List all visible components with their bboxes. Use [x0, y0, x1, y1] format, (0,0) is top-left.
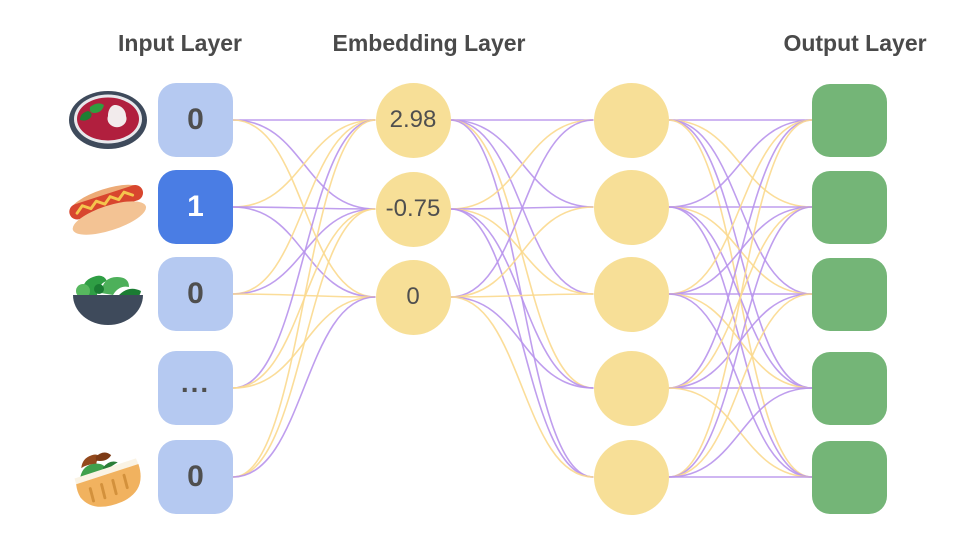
embedding-node-value: 2.98 [389, 106, 437, 133]
connection-edge [232, 208, 376, 478]
soup-bowl-icon [66, 87, 150, 153]
input-node: 0 [158, 440, 233, 514]
connection-edge [232, 119, 376, 389]
pita-icon [66, 444, 150, 510]
hidden-node [593, 82, 669, 158]
input-layer-title: Input Layer [118, 30, 242, 56]
output-layer-title: Output Layer [783, 30, 927, 56]
connection-edge [668, 119, 813, 295]
connection-edge [668, 293, 813, 478]
hidden-node [593, 256, 669, 332]
output-node [812, 440, 887, 514]
embedding-node-value: 0 [406, 283, 420, 310]
connection-edge [450, 119, 594, 389]
hot-dog-icon [66, 174, 150, 240]
embedding-node: -0.75 [375, 171, 451, 247]
input-node-value: 0 [187, 460, 204, 493]
input-node-value: 1 [187, 190, 204, 223]
connection-edge [668, 387, 813, 478]
embedding-layer-title: Embedding Layer [332, 30, 526, 56]
embedding-node-value: -0.75 [385, 195, 441, 222]
input-node: 0 [158, 257, 233, 331]
output-node [812, 170, 887, 244]
connection-edge [450, 206, 594, 298]
input-node-value: 0 [187, 103, 204, 136]
hidden-node [593, 439, 669, 515]
connection-edge [668, 119, 813, 208]
connection-edge [450, 296, 594, 389]
input-node-value: 0 [187, 277, 204, 310]
output-node [812, 351, 887, 425]
connection-edge [450, 208, 594, 389]
embedding-node: 2.98 [375, 82, 451, 158]
input-node-value: ... [180, 367, 211, 398]
connection-edge [450, 296, 594, 478]
hidden-node [593, 350, 669, 426]
input-node: ... [158, 351, 233, 425]
salad-icon [66, 261, 150, 327]
output-node [812, 83, 887, 157]
connection-edge [450, 293, 594, 298]
connection-edge [668, 119, 813, 389]
connection-edge [232, 119, 376, 478]
input-node: 1 [158, 170, 233, 244]
connection-edge [232, 296, 376, 478]
connection-edge [232, 119, 376, 295]
output-node [812, 257, 887, 331]
hidden-node [593, 169, 669, 245]
connection-edge [668, 206, 813, 295]
connection-edge [668, 119, 813, 478]
connection-edge [450, 119, 594, 210]
connection-edge [450, 119, 594, 298]
connection-edge [668, 206, 813, 478]
embedding-node: 0 [375, 259, 451, 335]
input-node: 0 [158, 83, 233, 157]
connection-edge [232, 119, 376, 208]
